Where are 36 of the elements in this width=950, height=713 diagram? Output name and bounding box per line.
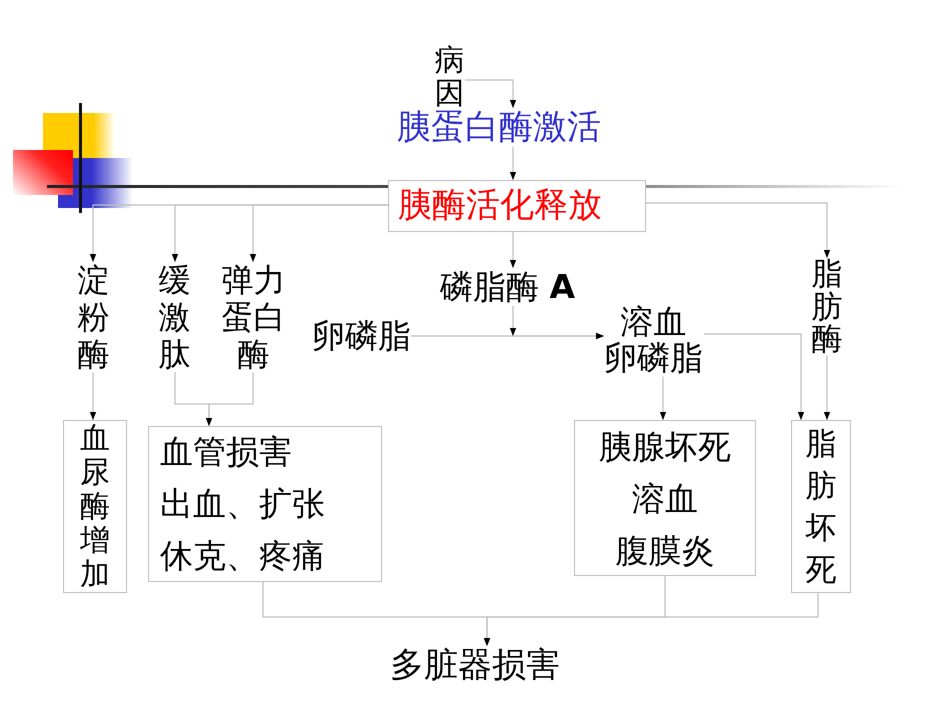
box-text: 溶血 <box>632 478 698 519</box>
process-box <box>63 420 127 593</box>
box-text: 脂肪坏死 <box>805 425 837 590</box>
node-label: 弹力蛋白酶 <box>221 262 286 372</box>
node-label: 多脏器损害 <box>390 646 560 686</box>
connector-arrow <box>510 232 516 268</box>
connector-arrow <box>484 593 819 646</box>
connector-arrow <box>206 372 254 426</box>
node-label: 磷脂酶 A <box>440 268 576 306</box>
box-text: 休克、疼痛 <box>160 536 325 576</box>
node-label: 溶血卵磷脂 <box>604 304 704 377</box>
connector-arrow <box>646 202 830 258</box>
connector-arrow <box>250 204 388 262</box>
connector-arrow <box>660 376 666 420</box>
box-text: 血管损害 <box>160 432 292 472</box>
node-label: 卵磷脂 <box>312 317 411 355</box>
node-label: 淀粉酶 <box>77 262 110 372</box>
box-text: 腹膜炎 <box>616 530 714 571</box>
process-box <box>148 426 382 582</box>
node-label: 缓激肽 <box>158 262 191 372</box>
box-text: 血尿酶增加 <box>80 422 110 592</box>
box-text: 胰腺坏死 <box>599 427 731 467</box>
connector-arrow <box>704 333 804 420</box>
node-label: 脂肪酶 <box>811 258 843 356</box>
box-text: 胰酶活化释放 <box>398 186 602 226</box>
node-label: 病因 <box>434 44 465 110</box>
connector-arrow <box>824 356 830 420</box>
box-text: 出血、扩张 <box>160 484 325 524</box>
node-label: 胰蛋白酶激活 <box>397 108 601 148</box>
process-box <box>574 420 756 576</box>
connector-arrow <box>510 306 604 340</box>
process-box <box>791 420 851 593</box>
connector-arrow <box>90 372 96 420</box>
connector-arrow <box>510 147 516 180</box>
connector-arrow <box>465 79 516 108</box>
process-box <box>388 180 646 232</box>
